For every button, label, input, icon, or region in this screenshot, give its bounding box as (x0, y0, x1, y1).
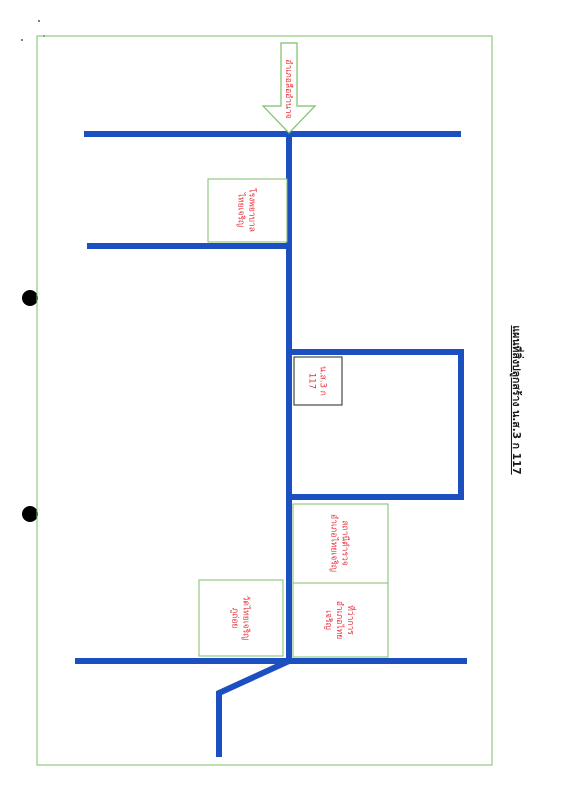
arrow-label: อำเภอลืออำนาจ (283, 59, 294, 118)
district-office-label: ที่ว่าการอำเภอไทยเจริญ (323, 601, 357, 639)
title-line: แผนที่สิ่งปลูกสร้าง น.ส.3 ก 117 (509, 325, 525, 474)
hole-punch (22, 290, 38, 306)
parcel-line: น.ส.3 ก (318, 366, 328, 396)
hospital-box (207, 178, 288, 243)
district-office-box (292, 582, 389, 658)
road-network (75, 131, 467, 757)
police-station-box (292, 503, 389, 584)
temple-label: วัดไทยเจริญภูถ่อย (230, 596, 252, 641)
district-line: เจริญ (323, 610, 333, 630)
map-frame (36, 35, 493, 766)
police-line: อำเภอไทยเจริญ (329, 514, 340, 572)
direction-arrow-icon (261, 42, 317, 134)
road-loop (289, 349, 464, 500)
temple-box (198, 579, 284, 657)
temple-line: วัดไทยเจริญ (241, 596, 252, 641)
hospital-line: ไทยเจริญ (236, 192, 247, 228)
arrow-line: อำเภอลืออำนาจ (283, 59, 294, 118)
hospital-line: โรงพยาบาล (247, 188, 258, 232)
hole-punch (22, 506, 38, 522)
road-branch-southwest (216, 658, 291, 757)
scan-speck (38, 20, 40, 22)
page-title: แผนที่สิ่งปลูกสร้าง น.ส.3 ก 117 (509, 325, 525, 474)
district-line: อำเภอไทย (334, 601, 345, 639)
hospital-label: โรงพยาบาลไทยเจริญ (236, 188, 258, 232)
district-line: ที่ว่าการ (345, 605, 357, 635)
temple-line: ภูถ่อย (230, 608, 240, 629)
police-line: สถานีตำรวจ (340, 520, 351, 566)
parcel-label: น.ส.3 ก117 (307, 366, 328, 396)
scan-speck (21, 39, 23, 41)
police-station-label: สถานีตำรวจอำเภอไทยเจริญ (329, 514, 351, 572)
parcel-box (293, 356, 343, 406)
parcel-line: 117 (307, 373, 317, 389)
